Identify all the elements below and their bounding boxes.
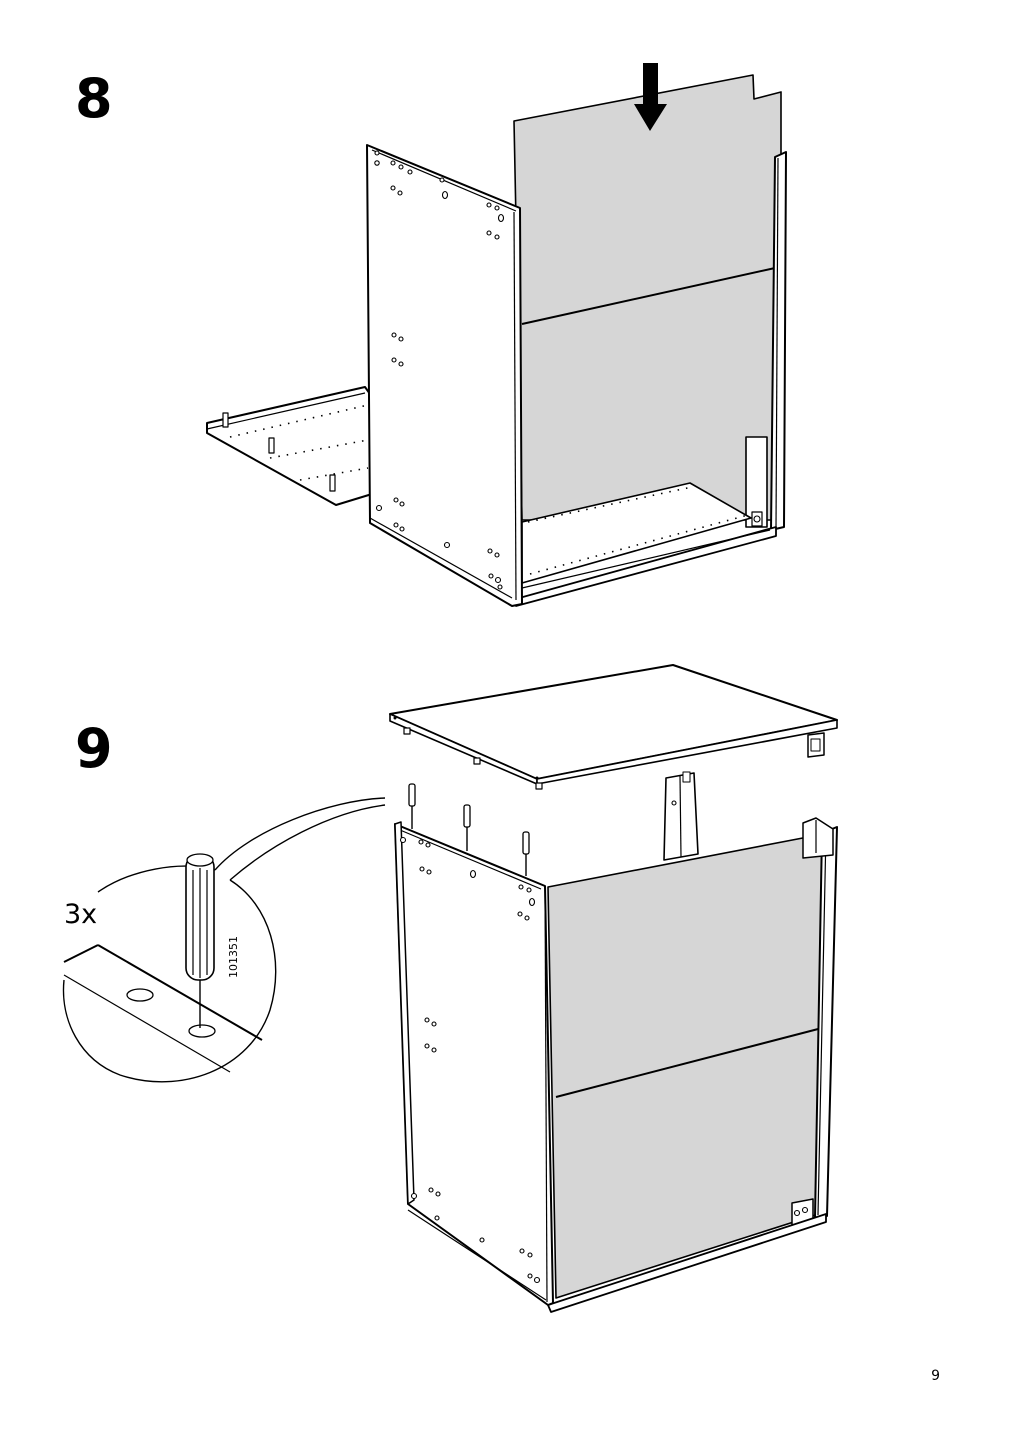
panel-holes (399, 836, 541, 1284)
left-side-panel (366, 144, 523, 607)
dowel-icon (222, 412, 336, 492)
step-8-illustration (206, 63, 787, 607)
detail-callout (62, 797, 386, 1083)
part-number-label: 101351 (227, 936, 240, 978)
step-number-9: 9 (75, 717, 113, 780)
back-panel (513, 74, 782, 521)
dowel-icon (408, 783, 530, 876)
left-side-panel-step9 (394, 823, 554, 1306)
step-9-illustration (62, 664, 838, 1313)
quantity-label: 3x (64, 899, 97, 930)
right-side-panel (770, 151, 787, 531)
bottom-panel (206, 386, 373, 506)
arrow-down-icon (634, 63, 667, 131)
top-panel (389, 664, 838, 780)
panel-holes (374, 150, 505, 590)
page-number: 9 (931, 1368, 940, 1384)
step-number-8: 8 (75, 67, 113, 130)
